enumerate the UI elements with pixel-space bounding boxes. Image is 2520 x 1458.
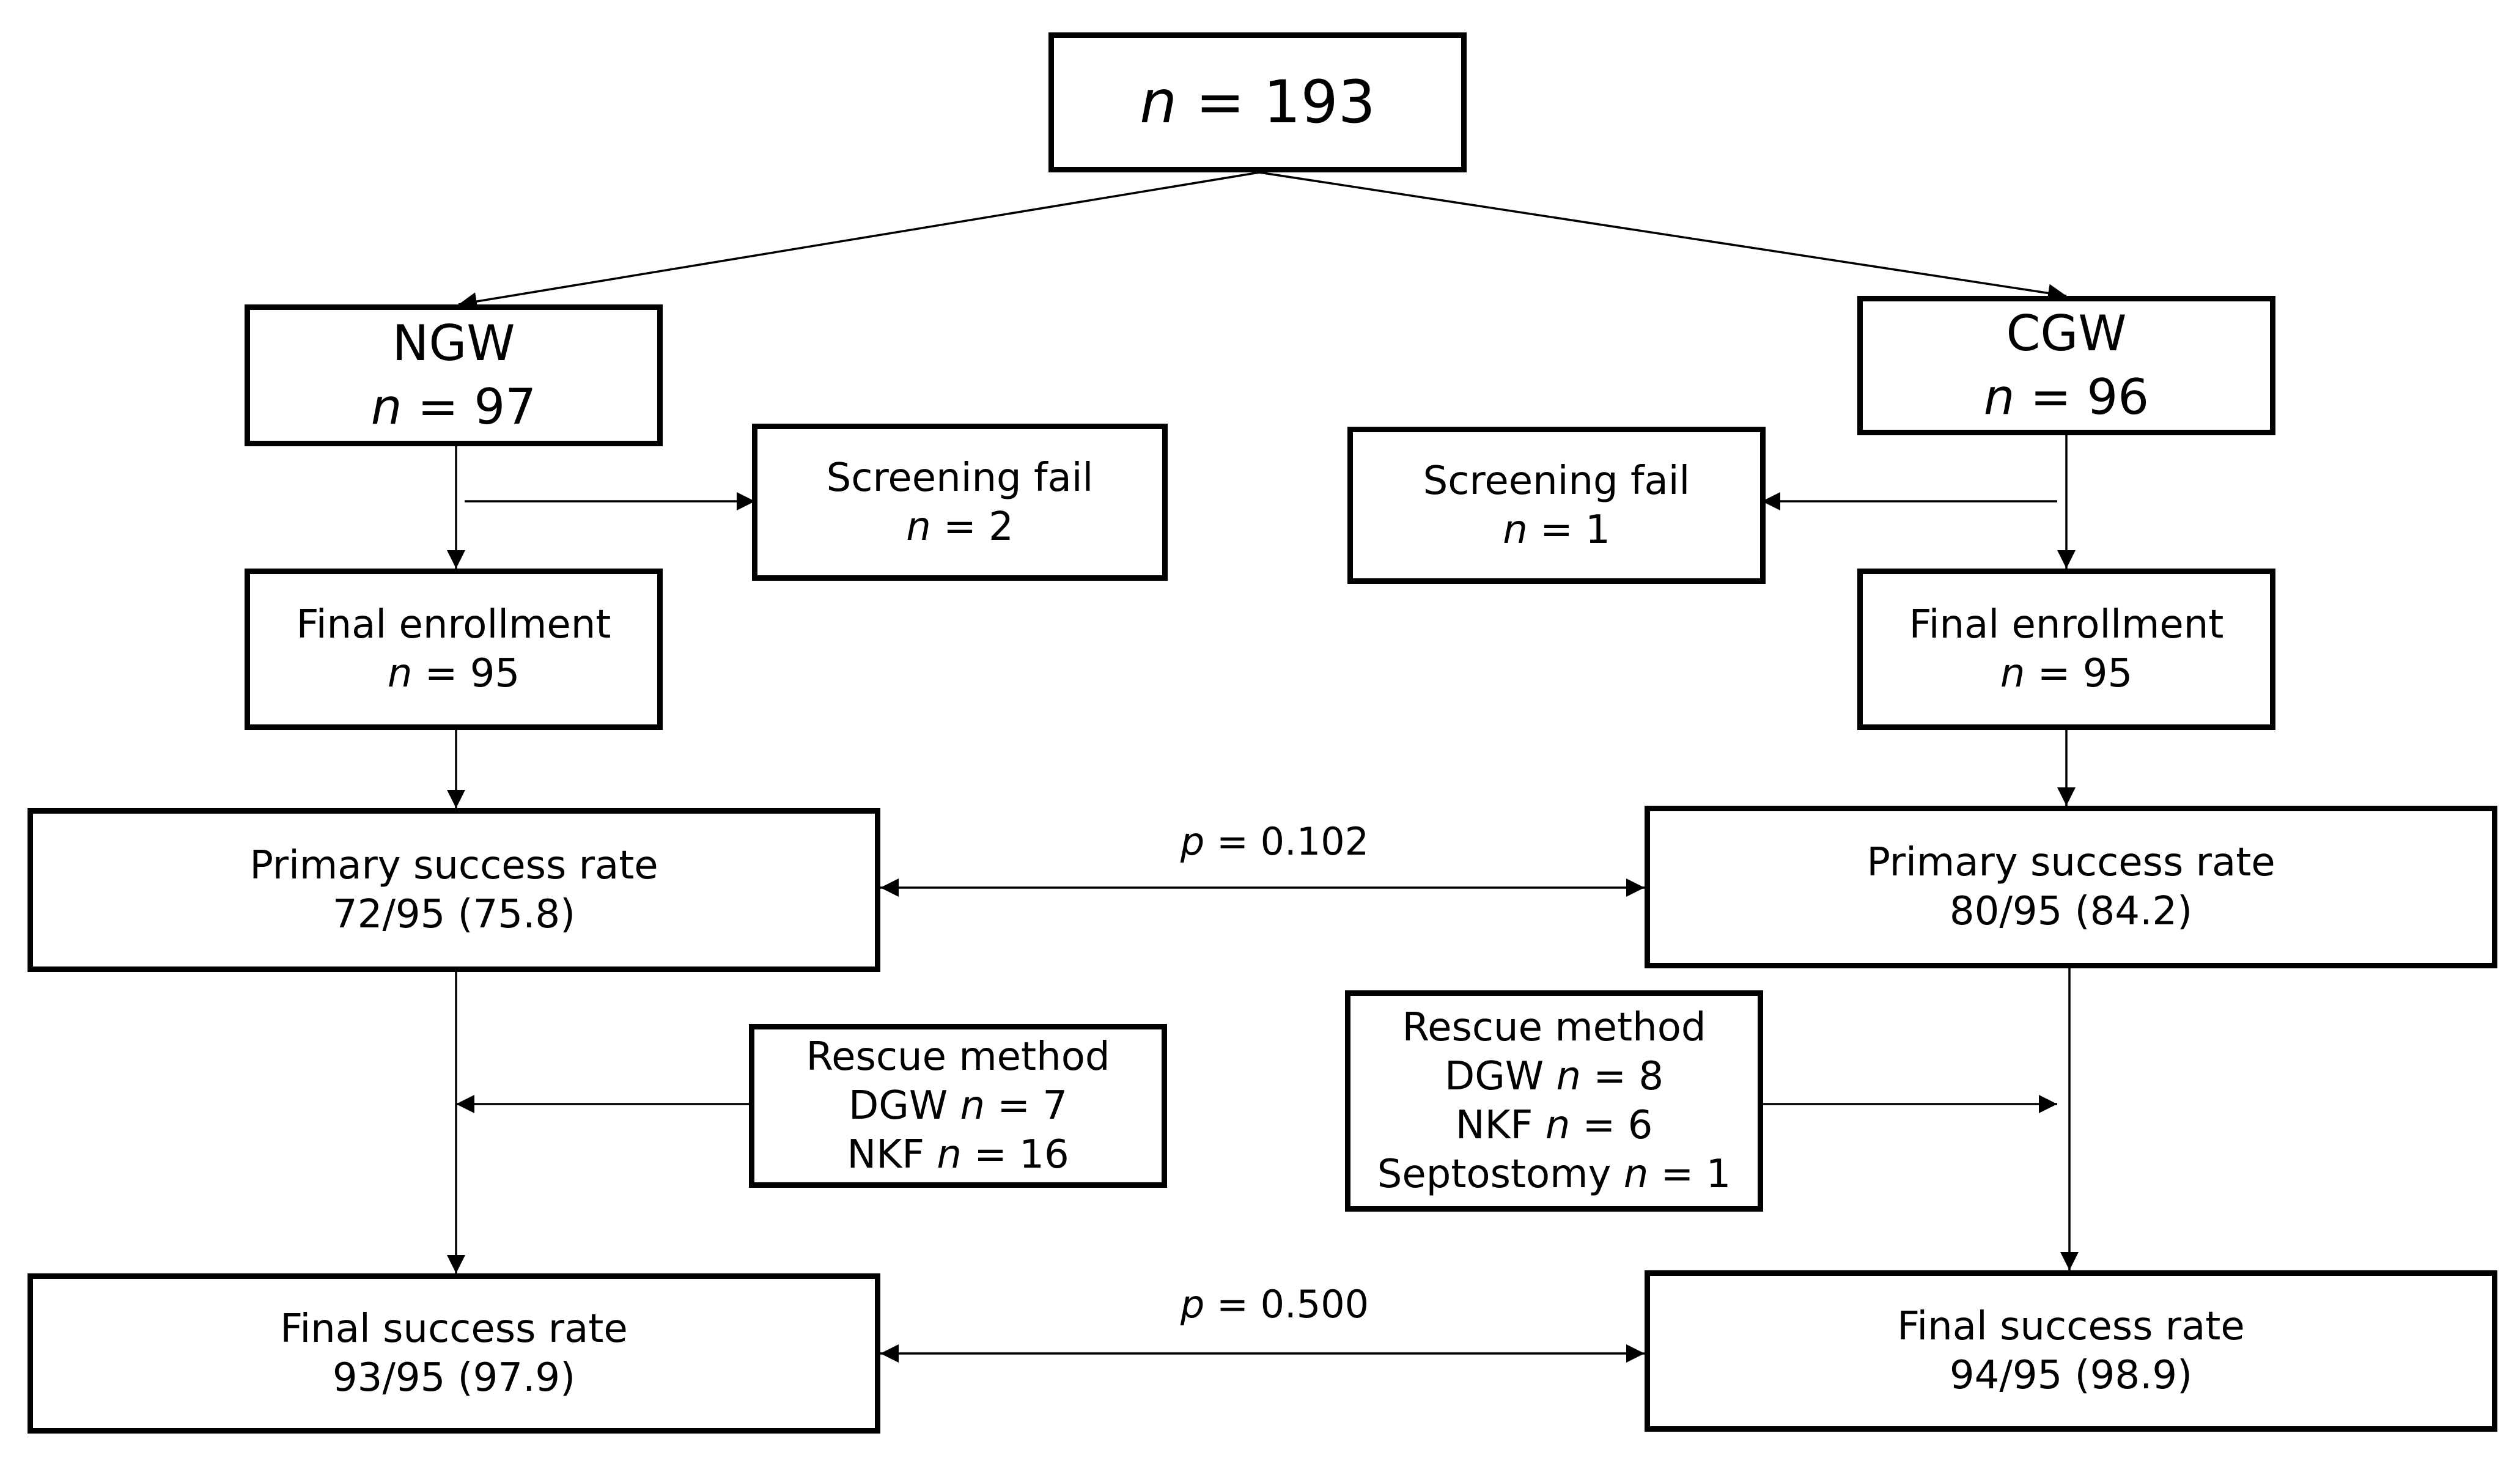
- screening-fail-right-title: Screening fail: [1423, 458, 1690, 504]
- rescue-left-item: NKF n = 16: [847, 1132, 1069, 1177]
- rescue-method-right-title: Rescue method: [1402, 1005, 1706, 1050]
- rescue-right-item: NKF n = 6: [1455, 1103, 1653, 1148]
- total-box: n = 193: [1048, 32, 1467, 172]
- primary-success-right-value: 80/95 (84.2): [1949, 889, 2193, 934]
- ngw-label: NGW: [392, 315, 515, 372]
- rescue-right-item: Septostomy n = 1: [1377, 1152, 1731, 1197]
- arrow-total-to-cgw: [1259, 171, 2067, 303]
- primary-success-left-title: Primary success rate: [249, 843, 658, 888]
- ngw-count: n = 97: [370, 378, 537, 435]
- final-success-right-box: Final success rate 94/95 (98.9): [1645, 1270, 2497, 1432]
- p-value-final: p = 0.500: [1180, 1282, 1369, 1327]
- final-success-right-title: Final success rate: [1897, 1304, 2245, 1349]
- final-enrollment-left-count: n = 95: [387, 651, 520, 696]
- screening-fail-right-box: Screening fail n = 1: [1347, 427, 1766, 584]
- final-enrollment-left-title: Final enrollment: [296, 602, 611, 647]
- p-value-primary: p = 0.102: [1180, 819, 1369, 864]
- final-enrollment-right-box: Final enrollment n = 95: [1857, 569, 2275, 730]
- screening-fail-right-count: n = 1: [1503, 507, 1610, 553]
- total-count: n = 193: [1140, 68, 1376, 137]
- primary-success-right-title: Primary success rate: [1866, 840, 2275, 885]
- final-success-left-value: 93/95 (97.9): [332, 1355, 576, 1401]
- rescue-method-left-box: Rescue method DGW n = 7 NKF n = 16: [749, 1024, 1167, 1188]
- primary-success-right-box: Primary success rate 80/95 (84.2): [1645, 806, 2497, 968]
- screening-fail-left-title: Screening fail: [826, 455, 1094, 501]
- final-success-left-box: Final success rate 93/95 (97.9): [28, 1273, 880, 1434]
- primary-success-left-value: 72/95 (75.8): [332, 892, 576, 937]
- arrow-total-to-ngw: [458, 171, 1260, 311]
- cgw-label: CGW: [2006, 305, 2127, 362]
- final-enrollment-right-count: n = 95: [2000, 651, 2133, 696]
- primary-success-left-box: Primary success rate 72/95 (75.8): [28, 808, 880, 972]
- ngw-box: NGW n = 97: [245, 304, 663, 446]
- final-success-left-title: Final success rate: [280, 1306, 628, 1352]
- final-enrollment-right-title: Final enrollment: [1909, 602, 2224, 647]
- rescue-right-item: DGW n = 8: [1444, 1054, 1664, 1099]
- cgw-box: CGW n = 96: [1857, 296, 2275, 435]
- rescue-left-item: DGW n = 7: [848, 1083, 1068, 1128]
- final-enrollment-left-box: Final enrollment n = 95: [245, 569, 663, 730]
- rescue-method-right-box: Rescue method DGW n = 8 NKF n = 6 Septos…: [1345, 990, 1763, 1212]
- final-success-right-value: 94/95 (98.9): [1949, 1353, 2193, 1398]
- screening-fail-left-count: n = 2: [906, 504, 1014, 550]
- rescue-method-left-title: Rescue method: [806, 1034, 1110, 1080]
- screening-fail-left-box: Screening fail n = 2: [752, 424, 1168, 581]
- cgw-count: n = 96: [1983, 369, 2150, 425]
